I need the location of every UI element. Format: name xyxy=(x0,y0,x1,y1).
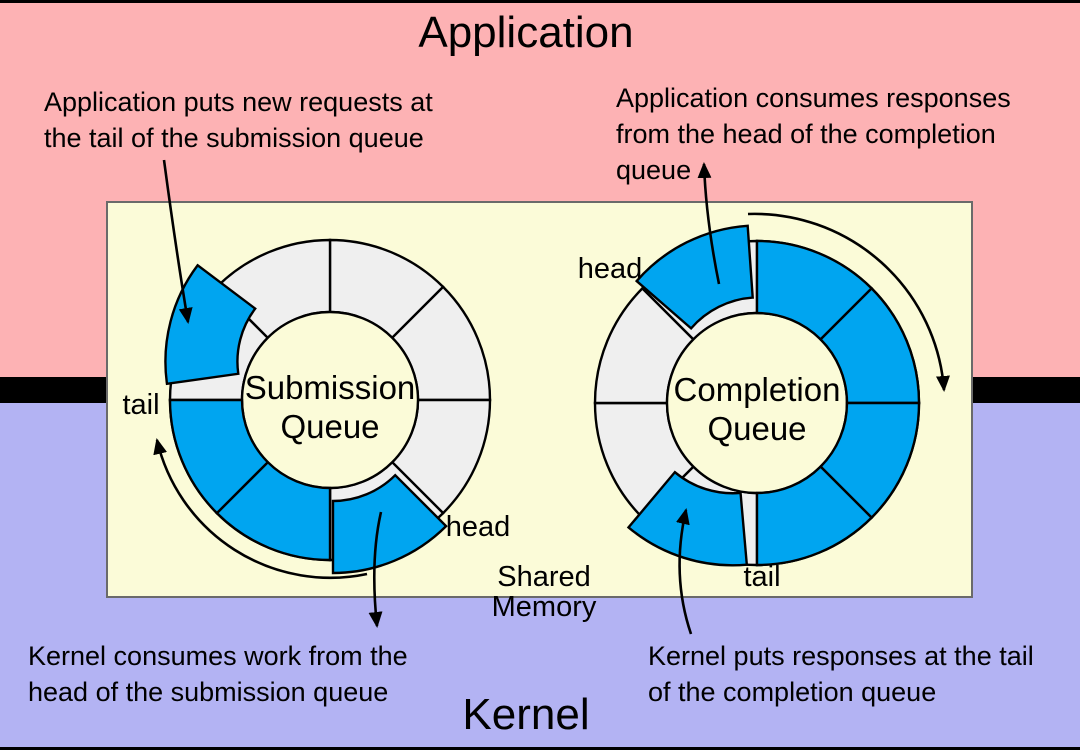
shared-memory-label: Shared Memory xyxy=(491,561,597,623)
kernel-title: Kernel xyxy=(462,690,590,739)
sq-head-label: head xyxy=(445,511,511,543)
cq-head-label: head xyxy=(577,253,643,285)
frame-border-top xyxy=(0,0,1080,3)
application-title: Application xyxy=(418,8,634,57)
annotation-app-consume: Application consumes responses from the … xyxy=(616,83,1011,185)
annotation-kernel-consume: Kernel consumes work from the head of th… xyxy=(28,641,408,707)
submission-queue-label: Submission Queue xyxy=(244,369,416,445)
completion-queue-label: Completion Queue xyxy=(673,371,841,447)
frame-border-bottom xyxy=(0,747,1080,750)
sq-tail-label: tail xyxy=(122,389,160,421)
annotation-app-submit: Application puts new requests at the tai… xyxy=(44,87,433,153)
annotation-kernel-put: Kernel puts responses at the tail of the… xyxy=(648,641,1034,707)
cq-tail-label: tail xyxy=(743,561,781,593)
